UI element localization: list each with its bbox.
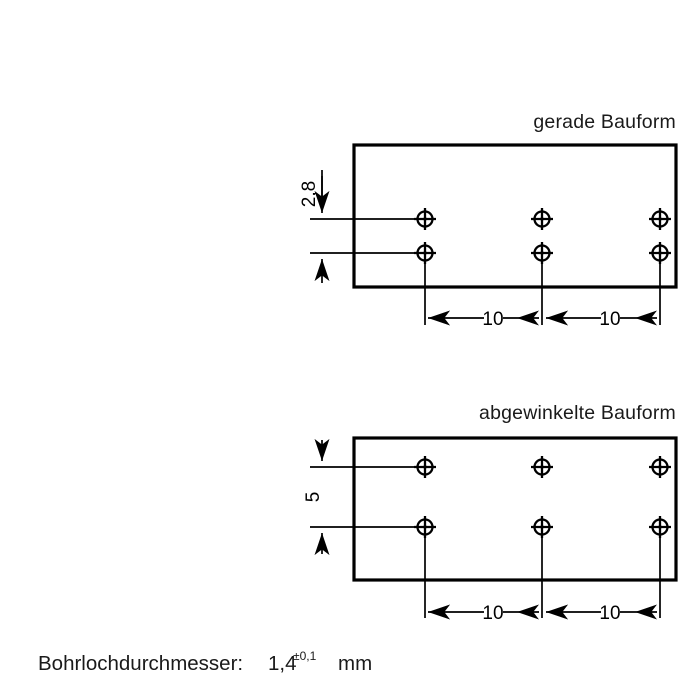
view-angled-dim-h1-value: 10 <box>482 603 503 624</box>
hole-symbol <box>531 242 553 264</box>
view-angled-body-outline <box>352 436 678 582</box>
hole-symbol <box>649 456 671 478</box>
hole-symbol <box>531 456 553 478</box>
caption-tolerance: ±0,1 <box>293 649 317 663</box>
hole-symbol <box>649 208 671 230</box>
caption-unit: mm <box>338 652 372 675</box>
hole-symbol <box>414 208 436 230</box>
view-angled-dim-vert-value: 5 <box>303 492 324 503</box>
hole-symbol <box>531 516 553 538</box>
caption-value: 1,4 <box>268 652 297 675</box>
hole-symbol <box>414 516 436 538</box>
hole-symbol <box>414 242 436 264</box>
view-straight-bauform: gerade Bauform 2,8 10 10 <box>299 111 678 330</box>
hole-symbol <box>649 242 671 264</box>
view-straight-title: gerade Bauform <box>533 111 676 133</box>
view-straight-dim-h2-value: 10 <box>599 309 620 330</box>
caption-label: Bohrlochdurchmesser: <box>38 652 243 675</box>
view-angled-dim-h2-value: 10 <box>599 603 620 624</box>
hole-symbol <box>649 516 671 538</box>
view-angled-title: abgewinkelte Bauform <box>479 402 676 424</box>
view-straight-body-outline <box>352 143 678 289</box>
view-straight-dim-h1-value: 10 <box>482 309 503 330</box>
view-straight-dim-vert-value: 2,8 <box>299 181 320 207</box>
caption-block: Bohrlochdurchmesser: 1,4 ±0,1 mm <box>38 649 372 675</box>
hole-symbol <box>414 456 436 478</box>
view-angled-bauform: abgewinkelte Bauform 5 10 10 <box>303 402 678 624</box>
hole-symbol <box>531 208 553 230</box>
